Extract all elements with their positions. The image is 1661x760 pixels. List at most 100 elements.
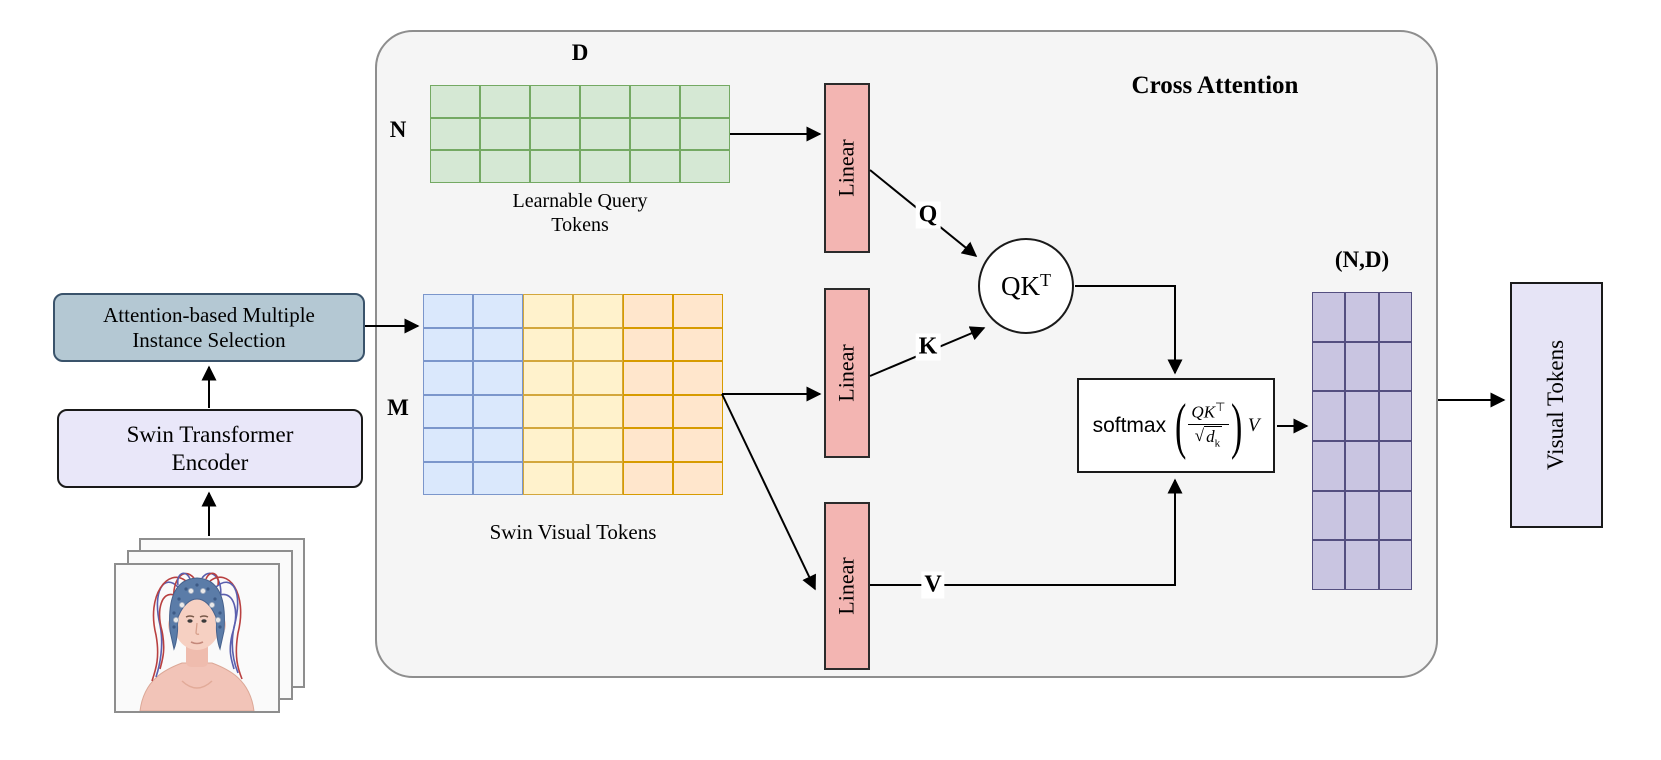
matrix-cell (680, 117, 730, 151)
matrix-cell (473, 361, 523, 395)
matrix-cell (523, 327, 573, 361)
qk-over-sqrt-dk-fraction: QK⊤ √dk (1188, 400, 1229, 449)
matrix-cell (573, 461, 623, 495)
close-paren: ) (1230, 390, 1242, 461)
matrix-cell (423, 428, 473, 462)
matrix-cell (473, 294, 523, 328)
matrix-cell (523, 394, 573, 428)
matrix-cell (1378, 490, 1412, 541)
matrix-cell (1312, 391, 1346, 441)
matrix-cell (473, 394, 523, 428)
linear-label: Linear (834, 139, 859, 197)
matrix-cell (430, 150, 480, 183)
matrix-cell (1312, 441, 1346, 491)
visual-tokens-label: Visual Tokens (1543, 339, 1569, 471)
open-paren: ( (1175, 390, 1187, 461)
matrix-cell (630, 150, 680, 183)
matrix-cell (523, 361, 573, 395)
matrix-cell (1345, 341, 1379, 392)
amis-line: Instance Selection (132, 327, 286, 352)
linear-v-box: Linear (824, 502, 870, 670)
qkt-text: QKT (1001, 270, 1051, 301)
matrix-cell (523, 428, 573, 462)
visual-tokens-box: Visual Tokens (1510, 282, 1603, 528)
matrix-cell (573, 428, 623, 462)
matrix-cell (623, 294, 673, 328)
matrix-cell (473, 428, 523, 462)
matrix-cell (573, 294, 623, 328)
k-label: K (915, 333, 941, 361)
linear-q-box: Linear (824, 83, 870, 253)
matrix-cell (580, 150, 630, 183)
output-token-grid (1312, 292, 1412, 590)
matrix-cell (480, 117, 530, 151)
eeg-photo-front (114, 563, 280, 713)
matrix-cell (680, 85, 730, 118)
matrix-cell (673, 361, 723, 395)
matrix-cell (1312, 292, 1346, 342)
swin-visual-tokens-caption: Swin Visual Tokens (489, 520, 657, 544)
matrix-cell (423, 294, 473, 328)
q-label: Q (915, 201, 941, 229)
qkt-circle: QKT (978, 238, 1074, 334)
matrix-cell (623, 361, 673, 395)
matrix-cell (530, 117, 580, 151)
matrix-cell (1378, 292, 1412, 342)
dim-label-n: N (389, 117, 407, 142)
matrix-cell (1345, 292, 1379, 342)
matrix-cell (580, 85, 630, 118)
matrix-cell (580, 117, 630, 151)
linear-k-box: Linear (824, 288, 870, 458)
matrix-cell (630, 85, 680, 118)
softmax-formula-box: softmax ( QK⊤ √dk ) V (1077, 378, 1275, 473)
dim-label-m: M (387, 395, 409, 420)
v-label: V (921, 571, 945, 599)
matrix-cell (480, 85, 530, 118)
matrix-cell (423, 461, 473, 495)
matrix-cell (573, 361, 623, 395)
matrix-cell (423, 361, 473, 395)
matrix-cell (623, 461, 673, 495)
matrix-cell (573, 394, 623, 428)
linear-label: Linear (834, 557, 859, 615)
matrix-cell (1378, 540, 1412, 590)
linear-label: Linear (834, 344, 859, 402)
matrix-cell (1312, 540, 1346, 590)
matrix-cell (1378, 391, 1412, 441)
matrix-cell (523, 461, 573, 495)
matrix-cell (673, 327, 723, 361)
caption-line: Learnable Query (512, 190, 648, 212)
matrix-cell (623, 428, 673, 462)
matrix-cell (473, 461, 523, 495)
encoder-line: Encoder (171, 449, 249, 475)
matrix-cell (623, 327, 673, 361)
matrix-cell (1345, 490, 1379, 541)
matrix-cell (630, 117, 680, 151)
matrix-cell (1345, 441, 1379, 491)
matrix-cell (573, 327, 623, 361)
matrix-cell (1312, 341, 1346, 392)
matrix-cell (673, 294, 723, 328)
matrix-cell (530, 150, 580, 183)
matrix-cell (673, 461, 723, 495)
output-shape-label: (N,D) (1334, 247, 1390, 272)
matrix-cell (430, 85, 480, 118)
dim-label-d: D (571, 40, 589, 65)
caption-line: Tokens (551, 214, 609, 236)
learnable-query-token-grid (430, 85, 730, 183)
matrix-cell (480, 150, 530, 183)
amis-line: Attention-based Multiple (103, 302, 315, 327)
cross-attention-title: Cross Attention (1131, 72, 1299, 99)
matrix-cell (423, 394, 473, 428)
matrix-cell (1345, 540, 1379, 590)
matrix-cell (680, 150, 730, 183)
swin-visual-token-grid (423, 294, 723, 495)
matrix-cell (1312, 490, 1346, 541)
matrix-cell (430, 117, 480, 151)
value-matrix-v: V (1247, 414, 1260, 436)
eeg-patient-illustration (139, 572, 255, 712)
attention-mis-box: Attention-based Multiple Instance Select… (53, 293, 365, 362)
learnable-query-caption: Learnable Query Tokens (430, 189, 730, 237)
matrix-cell (623, 394, 673, 428)
